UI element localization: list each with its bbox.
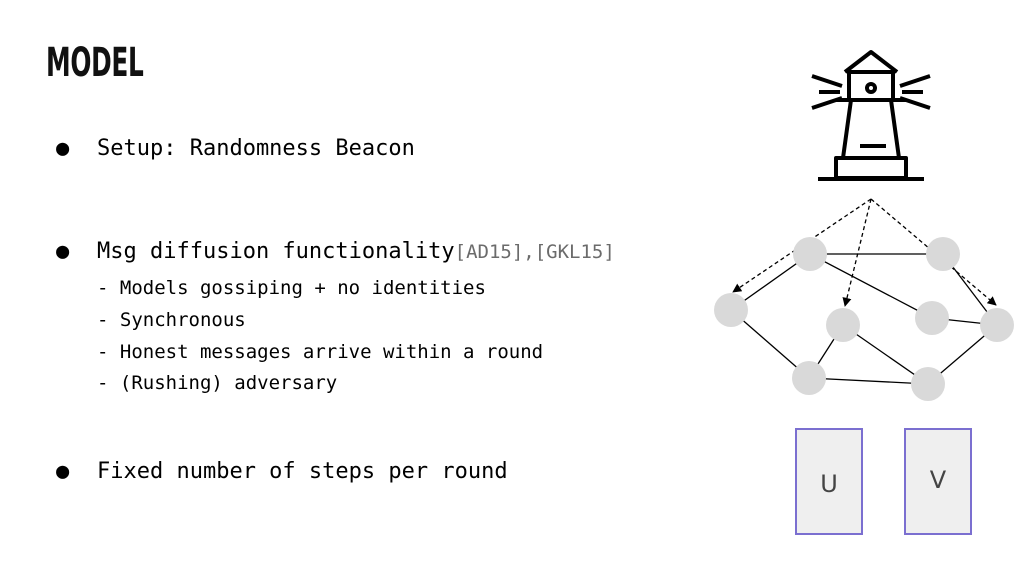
citation: [AD15],[GKL15] <box>454 241 615 263</box>
box-v <box>904 428 972 535</box>
bullet-steps: Fixed number of steps per round <box>97 459 508 484</box>
bullet-marker: ● <box>56 459 70 484</box>
bullet-diffusion-text: Msg diffusion functionality <box>97 239 455 264</box>
lighthouse-icon <box>811 50 931 181</box>
box-u-label: U <box>820 470 838 498</box>
network-nodes <box>714 237 1014 401</box>
subitem-gossiping: - Models gossiping + no identities <box>97 277 486 299</box>
network-edges <box>730 253 998 385</box>
bullet-marker: ● <box>56 136 70 161</box>
slide-title: MODEL <box>46 40 144 86</box>
subitem-honest-messages: - Honest messages arrive within a round <box>97 341 544 363</box>
network-node <box>926 237 960 271</box>
bullet-setup: Setup: Randomness Beacon <box>97 136 415 161</box>
subitem-adversary: - (Rushing) adversary <box>97 372 338 394</box>
bullet-marker: ● <box>56 239 70 264</box>
box-v-label: V <box>930 466 947 494</box>
network-node <box>793 237 827 271</box>
network-node <box>792 361 826 395</box>
subitem-synchronous: - Synchronous <box>97 309 246 331</box>
box-u <box>795 428 863 535</box>
network-node <box>911 367 945 401</box>
network-node <box>826 308 860 342</box>
network-node <box>714 293 748 327</box>
beacon-arrows <box>732 198 997 307</box>
network-node <box>980 308 1014 342</box>
network-node <box>915 301 949 335</box>
bullet-diffusion: Msg diffusion functionality[AD15],[GKL15… <box>97 239 615 264</box>
